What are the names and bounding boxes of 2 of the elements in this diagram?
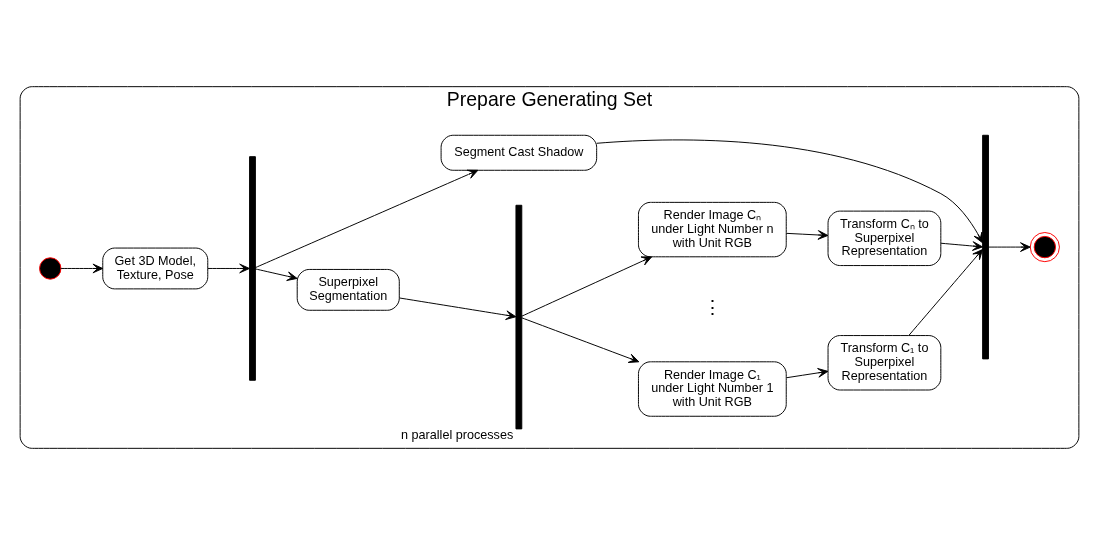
label: ⋮ xyxy=(702,295,722,318)
node-label: n parallel processes xyxy=(401,427,514,442)
